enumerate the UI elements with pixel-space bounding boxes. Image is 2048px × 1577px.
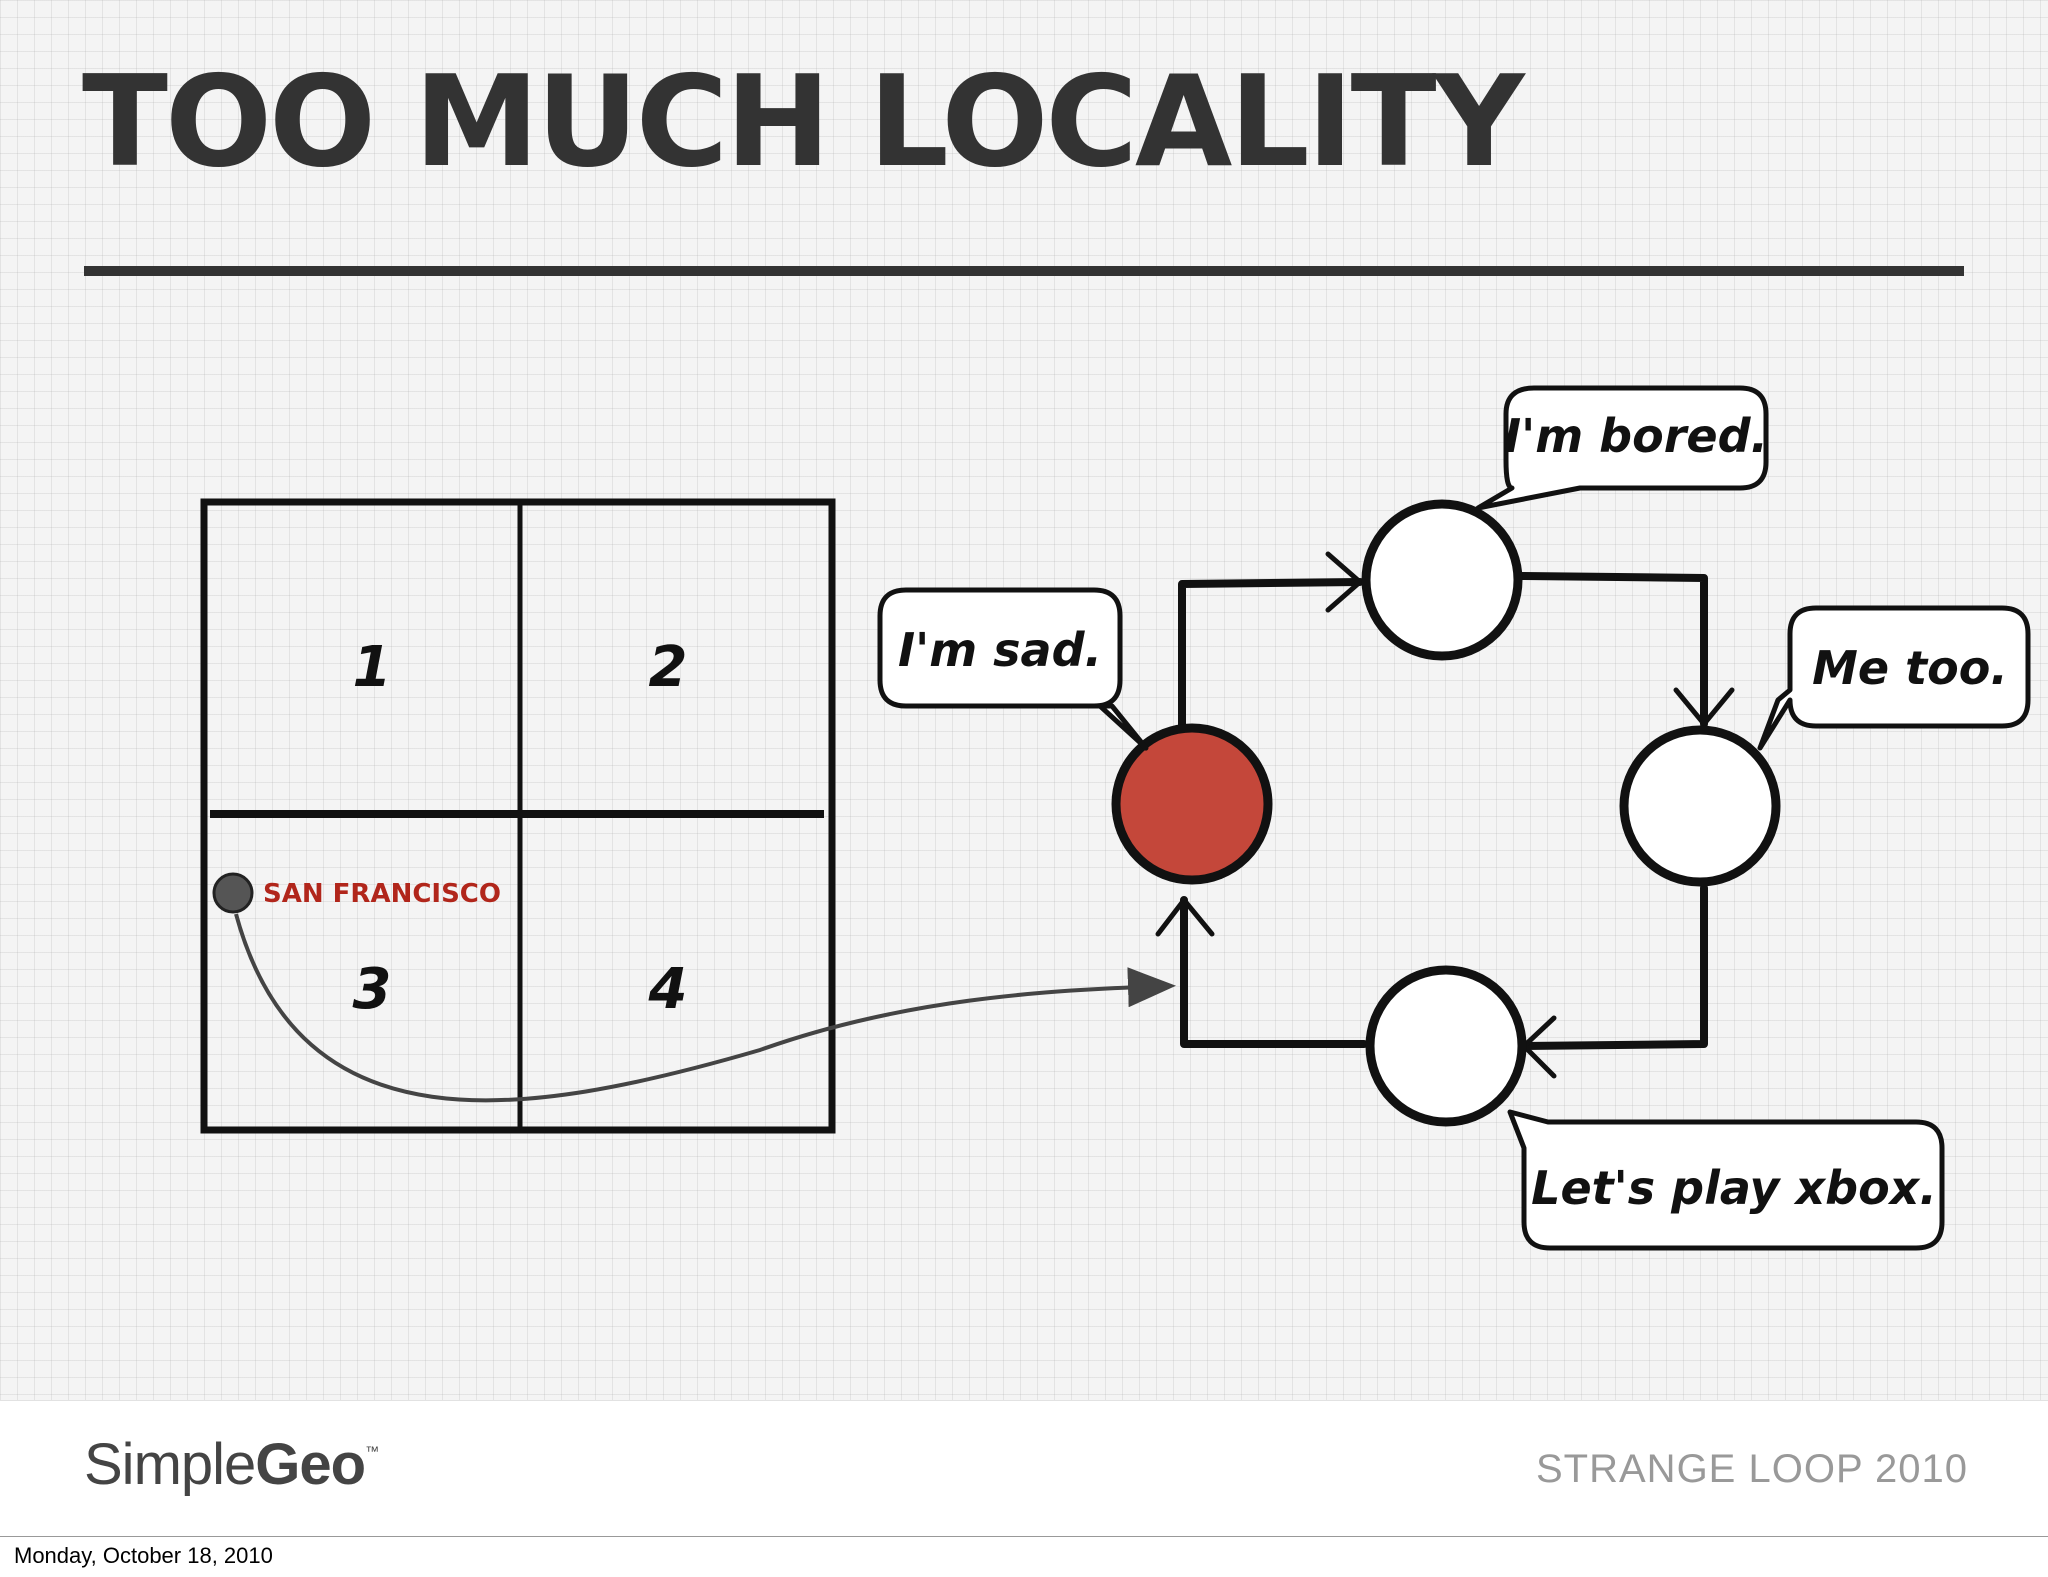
bubble-me-too-text: Me too. (1812, 641, 2008, 695)
bubble-xbox-text: Let's play xbox. (1531, 1161, 1937, 1215)
date-label: Monday, October 18, 2010 (14, 1543, 273, 1568)
bubble-me-too (1757, 605, 2031, 751)
node-bottom (1365, 965, 1527, 1127)
simplegeo-logo: SimpleGeo™ (84, 1431, 379, 1498)
title-rule (84, 266, 1964, 276)
edge-right-to-bottom (1520, 884, 1708, 1050)
bubble-sad-text: I'm sad. (898, 623, 1102, 677)
san-francisco-label: SAN FRANCISCO (263, 879, 501, 909)
quadrant-grid: 1 2 3 4 (200, 498, 836, 1134)
date-bar: Monday, October 18, 2010 (0, 1536, 2048, 1577)
grid-frame (200, 498, 836, 1134)
grid-cell-4: 4 (648, 957, 688, 1022)
bubble-bored-text: I'm bored. (1504, 409, 1768, 463)
graph-arrowheads (1155, 551, 1735, 1079)
bubble-bored (1475, 385, 1769, 511)
arrowhead-top (1325, 551, 1364, 613)
brand-light-text: Simple (84, 1432, 256, 1497)
graph-edges (1178, 572, 1708, 1050)
arrowhead-right (1673, 687, 1735, 728)
slide-title: TOO MUCH LOCALITY (82, 48, 1525, 195)
edge-active-to-top (1178, 578, 1364, 738)
node-right (1619, 725, 1781, 887)
edge-top-to-right (1518, 572, 1708, 728)
node-top (1361, 499, 1523, 661)
slide-footer: SimpleGeo™ STRANGE LOOP 2010 (0, 1400, 2048, 1537)
bubble-sad (877, 587, 1149, 751)
speech-bubbles (877, 385, 2031, 1251)
brand-trademark: ™ (365, 1443, 379, 1459)
bubble-xbox (1507, 1109, 1945, 1251)
node-active (1111, 723, 1273, 885)
arrowhead-active (1155, 895, 1215, 937)
slide: TOO MUCH LOCALITY 1 2 3 4 SAN FRANCISCO (0, 0, 2048, 1400)
san-francisco-marker (212, 872, 254, 914)
edge-bottom-to-active (1180, 896, 1368, 1048)
locality-arrow (234, 913, 1176, 1103)
grid-cell-1: 1 (353, 635, 392, 700)
brand-bold-text: Geo (255, 1432, 366, 1497)
locality-diagram: 1 2 3 4 SAN FRANCISCO (200, 385, 2031, 1251)
event-label: STRANGE LOOP 2010 (1536, 1447, 1968, 1491)
grid-cell-2: 2 (649, 635, 688, 700)
grid-cell-3: 3 (353, 957, 392, 1022)
